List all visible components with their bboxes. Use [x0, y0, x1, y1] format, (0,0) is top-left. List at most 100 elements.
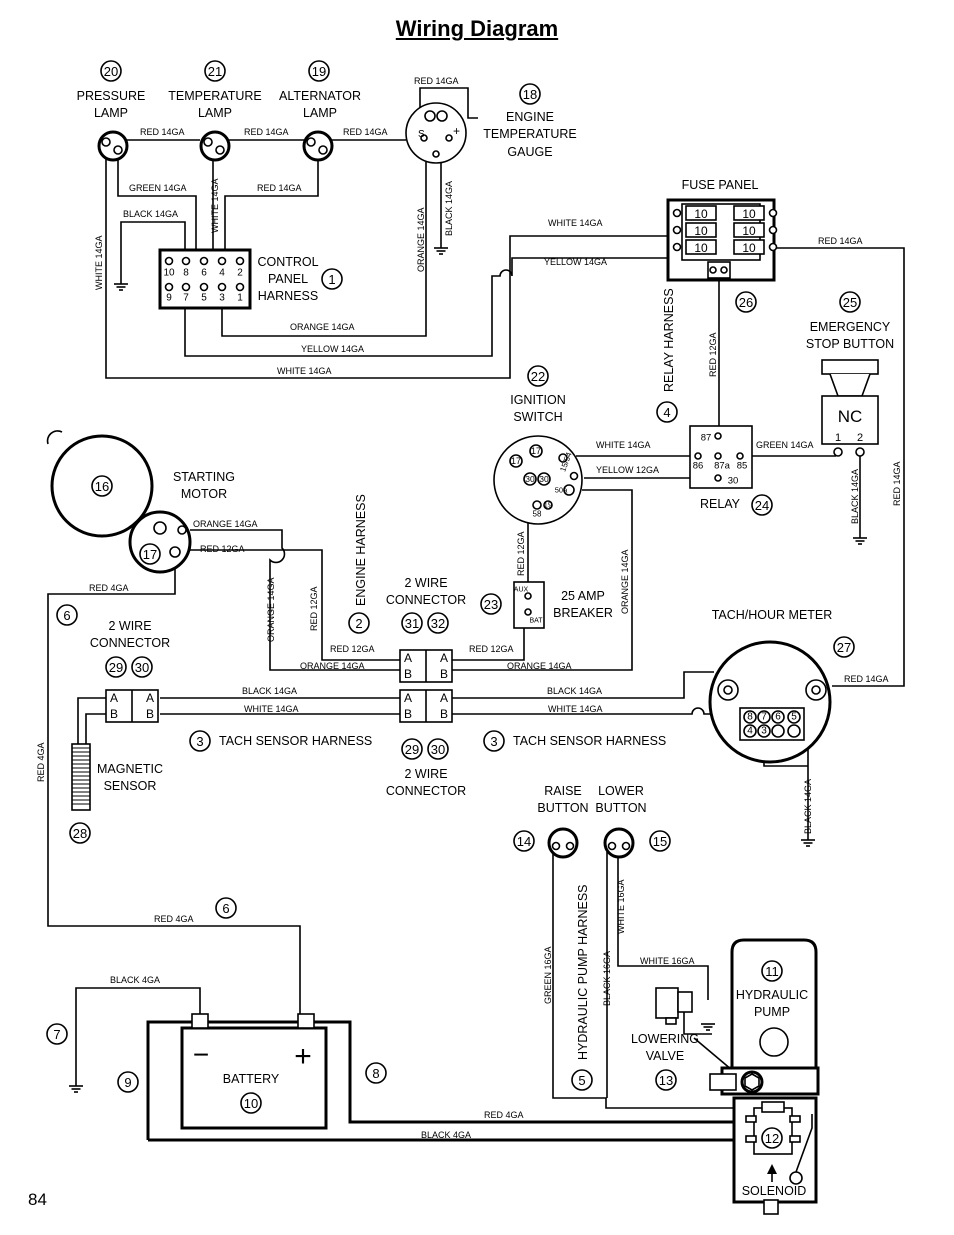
connector-top-label-1: 2 WIRE — [404, 576, 447, 590]
connector-engine-harness — [399, 649, 453, 683]
breaker-pin-label: AUX — [514, 587, 529, 594]
callout-number: 1 — [328, 272, 335, 287]
ignition-terminal-label: 30 — [539, 474, 549, 484]
harness-pin — [235, 282, 245, 292]
temperature-lamp-label-2: LAMP — [198, 106, 232, 120]
relay-pin-label: 87a — [714, 461, 731, 472]
connector-left-label-2: CONNECTOR — [90, 636, 170, 650]
callout-c25: 25 — [839, 291, 861, 313]
callout-number: 23 — [484, 597, 498, 612]
callout-c1: 1 — [321, 268, 343, 290]
callout-number: 26 — [739, 295, 753, 310]
wire-label: BLACK 14GA — [803, 779, 813, 834]
meter-pin — [787, 710, 801, 724]
callout-number: 32 — [431, 616, 445, 631]
wire-label: YELLOW 12GA — [596, 465, 659, 475]
harness-pin — [164, 282, 174, 292]
callout-number: 13 — [659, 1073, 673, 1088]
lower-button-label-2: BUTTON — [595, 801, 646, 815]
callout-number: 5 — [578, 1073, 585, 1088]
lowering-valve-label-1: LOWERING — [631, 1032, 699, 1046]
callout-number: 7 — [53, 1027, 60, 1042]
emergency-stop-label-2: STOP BUTTON — [806, 337, 894, 351]
callout-c7: 7 — [46, 1023, 68, 1045]
hydraulic-pump-harness-label: HYDRAULIC PUMP HARNESS — [576, 884, 590, 1060]
wire-label: GREEN 16GA — [543, 946, 553, 1004]
meter-pin — [743, 724, 757, 738]
callout-c3a: 3 — [189, 730, 211, 752]
lower-button — [603, 827, 635, 859]
control-panel-label-1: CONTROL — [257, 255, 318, 269]
wire-label: WHITE 14GA — [244, 704, 299, 714]
ground-symbols — [69, 247, 867, 1093]
battery-label: BATTERY — [223, 1072, 280, 1086]
wire-label: BLACK 14GA — [547, 686, 602, 696]
callout-c30b: 30 — [427, 738, 449, 760]
wire-label: RED 14GA — [414, 76, 459, 86]
lowering-valve — [655, 987, 693, 1025]
wire-label: RED 12GA — [469, 644, 514, 654]
relay-harness-label: RELAY HARNESS — [662, 288, 676, 392]
callout-c14: 14 — [513, 830, 535, 852]
ignition-terminal-label: 58 — [533, 510, 542, 519]
ignition-terminal — [543, 500, 553, 510]
meter-pin — [757, 710, 771, 724]
meter-pin — [757, 724, 771, 738]
wire-label: WHITE 16GA — [640, 956, 695, 966]
callout-number: 14 — [517, 834, 531, 849]
wire-label: RED 4GA — [89, 583, 129, 593]
wire-label: BLACK 14GA — [444, 181, 454, 236]
callout-number: 11 — [765, 964, 779, 979]
callout-number: 30 — [431, 742, 445, 757]
callout-c11: 11 — [761, 960, 783, 982]
callout-number: 6 — [222, 901, 229, 916]
temperature-lamp-label-1: TEMPERATURE — [168, 89, 262, 103]
connector-pin-label: B — [110, 707, 118, 721]
callout-number: 24 — [755, 498, 769, 513]
hydraulic-pump-label-2: PUMP — [754, 1005, 790, 1019]
ignition-terminal-label: 50a — [555, 486, 568, 495]
callout-number: 3 — [490, 734, 497, 749]
wire-label: GREEN 14GA — [756, 440, 814, 450]
wire-label: BLACK 4GA — [421, 1130, 471, 1140]
relay-label: RELAY — [700, 497, 741, 511]
wire-label: ORANGE 14GA — [290, 322, 355, 332]
connector-pin-label: B — [440, 667, 448, 681]
alternator-lamp-label-2: LAMP — [303, 106, 337, 120]
ground-icon — [69, 1085, 83, 1093]
harness-pin-number: 2 — [237, 268, 243, 279]
ignition-terminal-label: 19 — [544, 501, 553, 510]
harness-pin — [164, 256, 174, 266]
callout-c2: 2 — [348, 612, 370, 634]
wire-label: BLACK 14GA — [123, 209, 178, 219]
ignition-terminal — [523, 472, 537, 486]
callout-number: 15 — [653, 834, 667, 849]
ignition-terminal — [537, 472, 551, 486]
tach-sensor-harness-label-left: TACH SENSOR HARNESS — [219, 734, 372, 748]
wire-labels: RED 14GA RED 14GA RED 14GA RED 14GA GREE… — [36, 76, 902, 1140]
tach-sensor-harness-label-right: TACH SENSOR HARNESS — [513, 734, 666, 748]
starting-motor-label-2: MOTOR — [181, 487, 227, 501]
harness-pin — [181, 256, 191, 266]
meter-pin-label: 6 — [775, 712, 781, 723]
callout-c32: 32 — [427, 612, 449, 634]
svg-text:10: 10 — [694, 224, 708, 238]
callout-number: 10 — [244, 1096, 258, 1111]
harness-pin-number: 6 — [201, 268, 207, 279]
control-panel-label-3: HARNESS — [258, 289, 318, 303]
callout-number: 17 — [143, 547, 157, 562]
callout-c27: 27 — [833, 636, 855, 658]
control-panel-label-2: PANEL — [268, 272, 308, 286]
callout-c19: 19 — [308, 60, 330, 82]
harness-pin-number: 1 — [237, 293, 243, 304]
harness-pin — [199, 282, 209, 292]
wire-label: RED 12GA — [309, 586, 319, 631]
callout-c8: 8 — [365, 1062, 387, 1084]
ground-icon — [701, 1023, 715, 1031]
tach-hour-meter-label: TACH/HOUR METER — [712, 608, 833, 622]
callout-c30a: 30 — [131, 656, 153, 678]
gauge-label-1: ENGINE — [506, 110, 554, 124]
wire-label: WHITE 14GA — [596, 440, 651, 450]
callout-number: 27 — [837, 640, 851, 655]
